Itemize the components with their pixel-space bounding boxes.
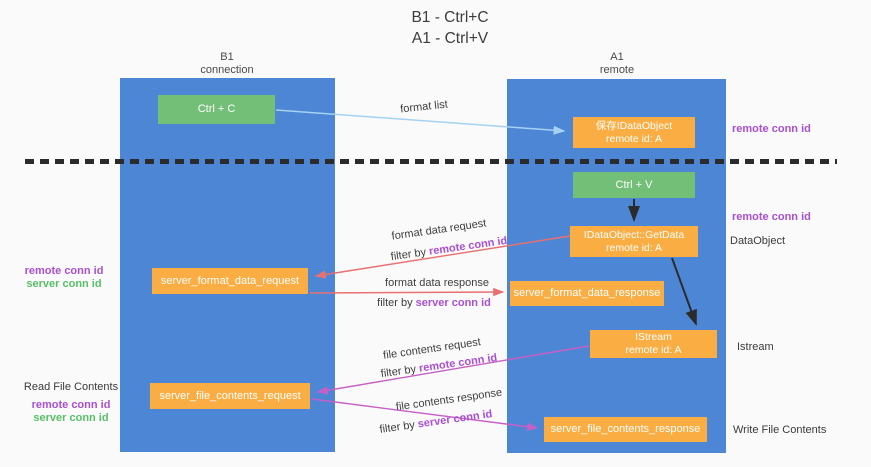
- annotation-remote-conn-id-top: remote conn id: [732, 123, 811, 135]
- annotation-remote-conn-id-mid: remote conn id: [732, 211, 811, 223]
- box-file-response-label: server_file_contents_response: [550, 423, 701, 435]
- box-istream-line2: remote id: A: [625, 344, 682, 356]
- box-server-format-data-response: server_format_data_response: [510, 281, 664, 306]
- box-server-format-data-request: server_format_data_request: [152, 268, 308, 294]
- annotation-left-server-conn-id-bottom: server conn id: [33, 412, 109, 424]
- annotation-left-remote-conn-id-bottom: remote conn id: [31, 399, 111, 411]
- lane-header-a1: A1 remote: [600, 51, 634, 77]
- title-line-2: A1 - Ctrl+V: [411, 30, 489, 47]
- diagram-title: B1 - Ctrl+C A1 - Ctrl+V: [411, 7, 488, 49]
- box-save-idataobject-line1: 保存IDataObject: [595, 119, 673, 132]
- box-ctrl-v: Ctrl + V: [573, 172, 695, 198]
- filter-prefix: filter by: [380, 362, 420, 381]
- annotation-left-server-conn-id-mid: server conn id: [26, 278, 102, 290]
- annotation-dataobject: DataObject: [730, 235, 786, 247]
- title-line-1: B1 - Ctrl+C: [411, 9, 489, 26]
- lane-b1-name: B1: [220, 51, 234, 63]
- box-getdata-line2: remote id: A: [605, 241, 663, 254]
- label-filter-format-response: filter by server conn id: [377, 297, 491, 309]
- filter-key-server-conn-id: server conn id: [415, 297, 491, 309]
- filter-prefix: filter by: [377, 297, 416, 309]
- box-server-file-contents-response: server_file_contents_response: [544, 417, 707, 442]
- filter-key-server-conn-id: server conn id: [416, 408, 494, 431]
- box-ctrl-c: Ctrl + C: [158, 95, 275, 124]
- annotation-istream: Istream: [737, 341, 774, 353]
- box-save-idataobject: 保存IDataObject remote id: A: [573, 117, 695, 148]
- lane-a1-name: A1: [610, 51, 624, 63]
- annotation-left-remote-conn-id-mid: remote conn id: [24, 265, 104, 277]
- dashed-divider: [25, 159, 837, 164]
- box-ctrl-c-label: Ctrl + C: [197, 103, 236, 115]
- box-format-request-label: server_format_data_request: [160, 274, 300, 287]
- filter-prefix: filter by: [378, 418, 419, 436]
- annotation-write-file-contents: Write File Contents: [733, 424, 827, 436]
- box-getdata-line1: IDataObject::GetData: [583, 228, 685, 241]
- label-format-list: format list: [399, 98, 449, 116]
- lane-header-b1: B1 connection: [200, 51, 253, 77]
- box-ctrl-v-label: Ctrl + V: [615, 178, 653, 191]
- annotation-read-file-contents: Read File Contents: [23, 381, 119, 393]
- box-istream-line1: IStream: [635, 331, 672, 343]
- lane-b1-role: connection: [200, 64, 254, 76]
- box-save-idataobject-line2: remote id: A: [605, 132, 663, 145]
- lane-a1-role: remote: [599, 64, 635, 76]
- box-istream: IStream remote id: A: [590, 330, 717, 358]
- filter-prefix: filter by: [390, 245, 430, 264]
- annotation-left-read-block: Read File Contents remote conn id server…: [21, 381, 121, 425]
- box-file-request-label: server_file_contents_request: [159, 389, 301, 402]
- filter-key-remote-conn-id: remote conn id: [428, 234, 508, 258]
- annotation-left-conn-ids-mid: remote conn id server conn id: [14, 265, 114, 291]
- box-server-file-contents-request: server_file_contents_request: [150, 383, 310, 409]
- arrow-format-data-response: [309, 287, 505, 297]
- box-format-response-label: server_format_data_response: [513, 287, 661, 299]
- label-format-data-response: format data response: [385, 277, 489, 289]
- box-idataobject-getdata: IDataObject::GetData remote id: A: [570, 226, 698, 257]
